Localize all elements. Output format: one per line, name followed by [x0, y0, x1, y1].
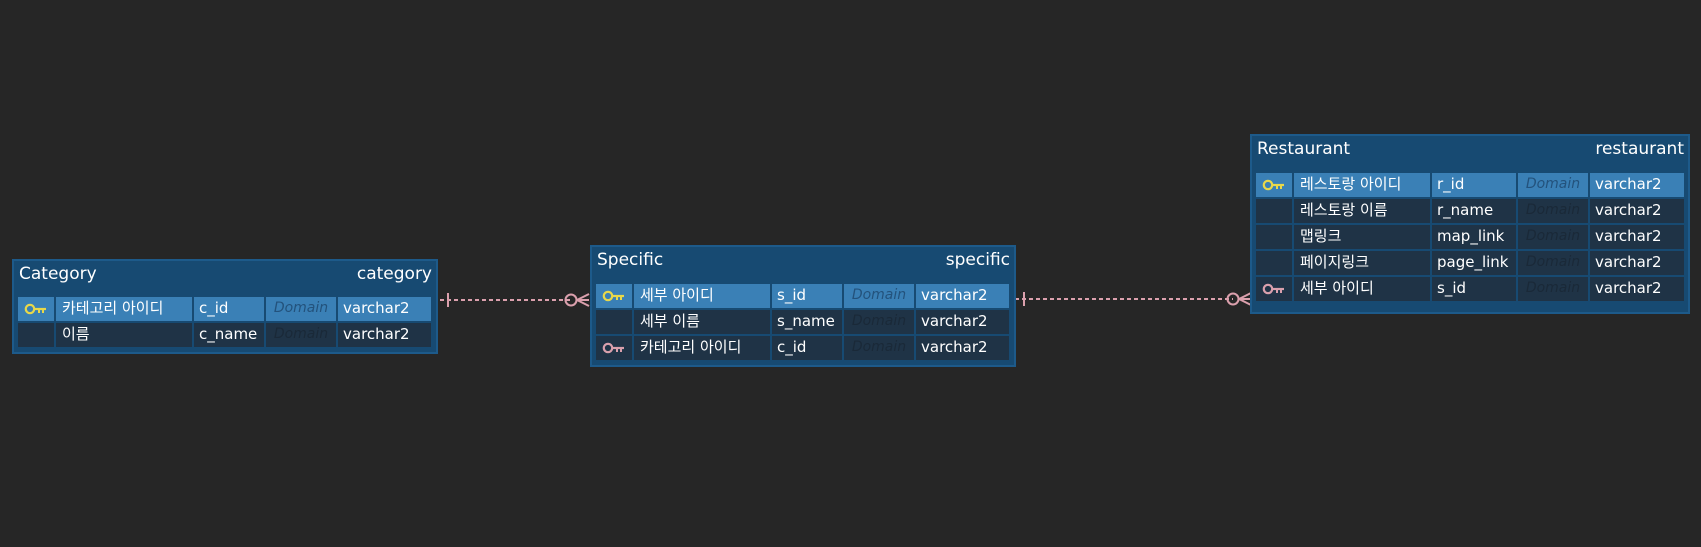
key-cell [1256, 251, 1292, 275]
key-cell [596, 284, 632, 308]
attribute-domain: Domain [844, 310, 914, 334]
attribute-column-name: r_id [1432, 173, 1516, 197]
attribute-domain: Domain [844, 336, 914, 360]
attribute-logical-name: 레스토랑 아이디 [1294, 173, 1430, 197]
key-cell [596, 310, 632, 334]
attribute-domain: Domain [1518, 251, 1588, 275]
attribute-domain: Domain [266, 323, 336, 347]
attribute-column-name: map_link [1432, 225, 1516, 249]
cardinality-many-crowfoot [1238, 292, 1252, 306]
attribute-domain: Domain [844, 284, 914, 308]
key-cell [596, 336, 632, 360]
primary-key-icon [1262, 179, 1286, 191]
attribute-column-name: s_name [772, 310, 842, 334]
attribute-data-type: varchar2 [338, 297, 431, 321]
attribute-logical-name: 세부 이름 [634, 310, 770, 334]
entity-physical-name: restaurant [1595, 139, 1684, 159]
key-cell [18, 297, 54, 321]
attribute-data-type: varchar2 [916, 336, 1009, 360]
attribute-domain: Domain [1518, 225, 1588, 249]
attribute-logical-name: 레스토랑 이름 [1294, 199, 1430, 223]
attribute-domain: Domain [266, 297, 336, 321]
key-cell [1256, 199, 1292, 223]
attribute-domain: Domain [1518, 199, 1588, 223]
attribute-logical-name: 세부 아이디 [1294, 277, 1430, 301]
attribute-logical-name: 맵링크 [1294, 225, 1430, 249]
primary-key-icon [602, 290, 626, 302]
attribute-column-name: c_id [772, 336, 842, 360]
attribute-data-type: varchar2 [1590, 199, 1684, 223]
relationship-category-specific[interactable] [440, 293, 590, 307]
attribute-domain: Domain [1518, 277, 1588, 301]
entity-logical-name: Specific [597, 250, 664, 270]
entity-logical-name: Restaurant [1257, 139, 1351, 159]
foreign-key-icon [1262, 283, 1286, 295]
attribute-logical-name: 이름 [56, 323, 192, 347]
attribute-data-type: varchar2 [338, 323, 431, 347]
attribute-logical-name: 카테고리 아이디 [634, 336, 770, 360]
primary-key-icon [24, 303, 48, 315]
attribute-column-name: page_link [1432, 251, 1516, 275]
entity-header: Restaurant restaurant [1252, 136, 1688, 166]
entity-logical-name: Category [19, 264, 97, 284]
entity-header: Category category [14, 261, 436, 291]
attribute-domain: Domain [1518, 173, 1588, 197]
attribute-logical-name: 페이지링크 [1294, 251, 1430, 275]
attribute-column-name: c_id [194, 297, 264, 321]
attribute-column-name: c_name [194, 323, 264, 347]
attribute-data-type: varchar2 [916, 310, 1009, 334]
key-cell [1256, 173, 1292, 197]
attribute-data-type: varchar2 [916, 284, 1009, 308]
key-cell [1256, 225, 1292, 249]
attribute-logical-name: 세부 아이디 [634, 284, 770, 308]
attribute-column-name: r_name [1432, 199, 1516, 223]
key-cell [18, 323, 54, 347]
cardinality-zero-circle [564, 293, 578, 307]
foreign-key-icon [602, 342, 626, 354]
attribute-data-type: varchar2 [1590, 173, 1684, 197]
entity-physical-name: category [356, 264, 432, 284]
entity-header: Specific specific [592, 247, 1014, 277]
attribute-data-type: varchar2 [1590, 277, 1684, 301]
attribute-column-name: s_id [1432, 277, 1516, 301]
relationship-specific-restaurant[interactable] [1015, 292, 1252, 306]
attribute-column-name: s_id [772, 284, 842, 308]
attribute-logical-name: 카테고리 아이디 [56, 297, 192, 321]
attribute-data-type: varchar2 [1590, 225, 1684, 249]
cardinality-many-crowfoot [576, 293, 590, 307]
key-cell [1256, 277, 1292, 301]
cardinality-zero-circle [1226, 292, 1240, 306]
entity-physical-name: specific [945, 250, 1010, 270]
attribute-data-type: varchar2 [1590, 251, 1684, 275]
